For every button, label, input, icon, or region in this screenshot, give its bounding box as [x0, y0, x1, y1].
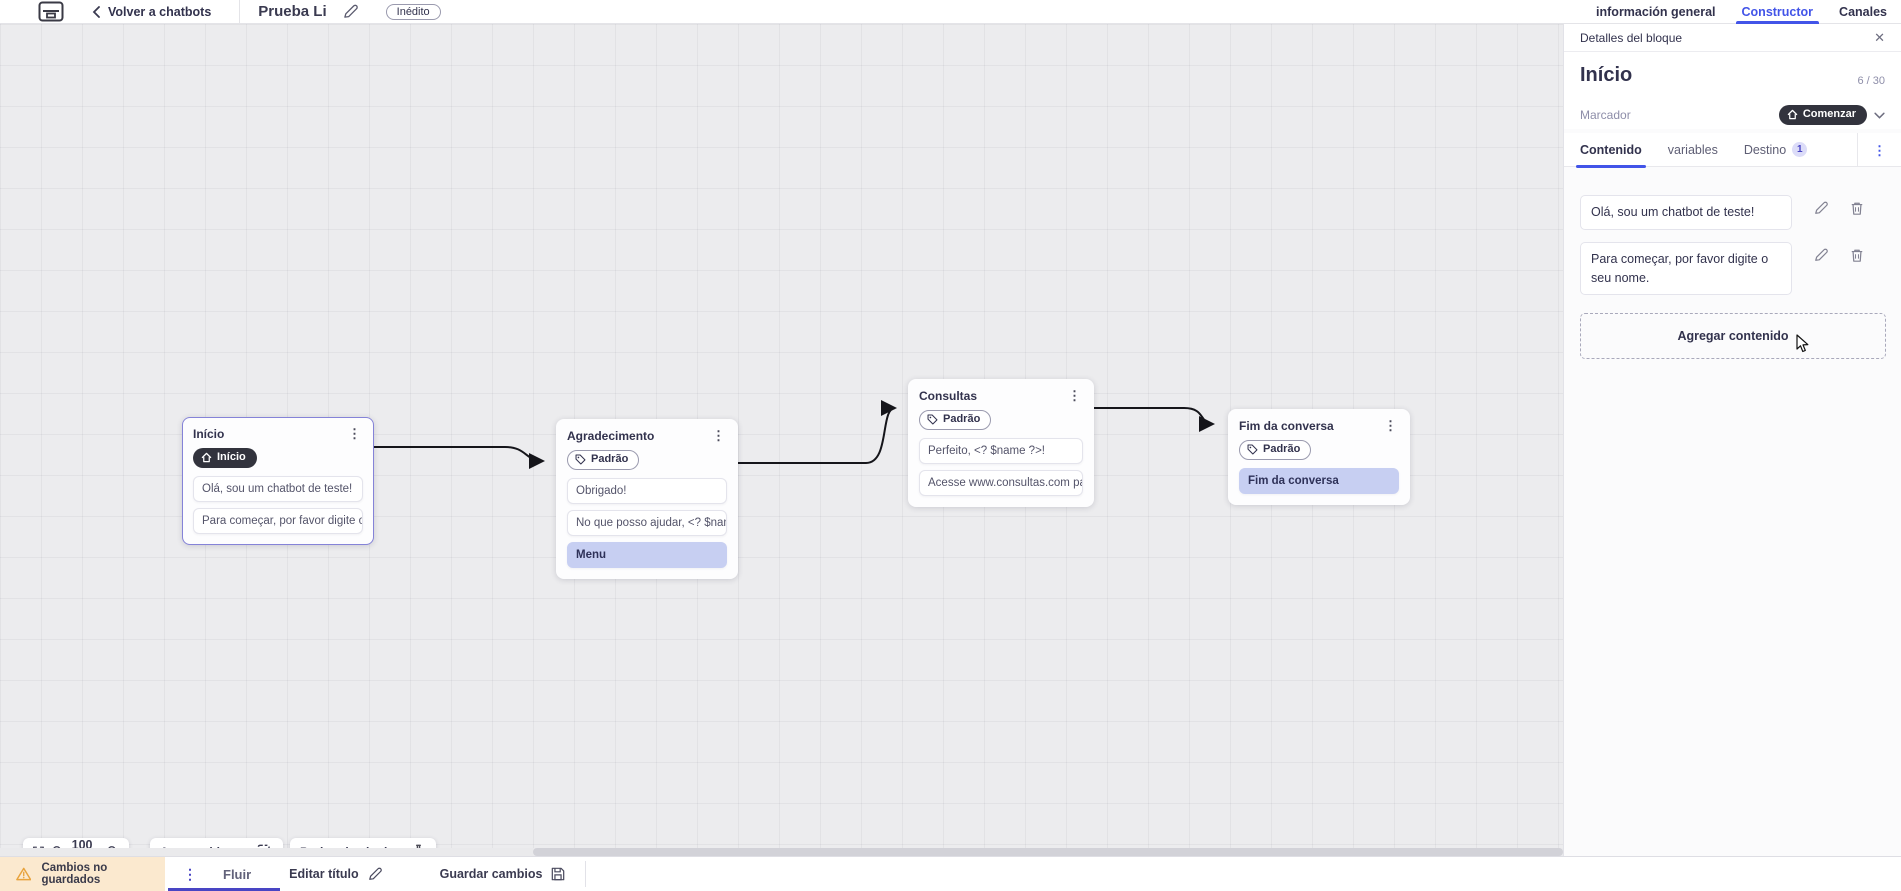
wire-consultas-fim	[1094, 407, 1215, 432]
block-content-row[interactable]: No que posso ajudar, <? $name ...	[567, 510, 727, 536]
add-content-button[interactable]: Agregar contenido	[1580, 313, 1886, 360]
tab-informacion-general[interactable]: información general	[1596, 5, 1716, 19]
flow-block-consultas[interactable]: Consultas ⋮ Padrão Perfeito, <? $name ?>…	[908, 379, 1094, 507]
unsaved-changes-warning: Cambios no guardados	[0, 857, 165, 891]
top-bar: Volver a chatbots Prueba Li Inédito info…	[0, 0, 1901, 24]
unsaved-label: Cambios no guardados	[41, 862, 108, 886]
block-action-row[interactable]: Fim da conversa	[1239, 468, 1399, 494]
canvas-hscrollbar[interactable]	[0, 848, 1563, 856]
canvas-hscrollbar-thumb[interactable]	[533, 848, 1563, 856]
destino-count-badge: 1	[1792, 142, 1808, 157]
panel-title: Detalles del bloque	[1580, 30, 1683, 45]
main-tabs: información general Constructor Canales	[1596, 0, 1887, 24]
home-icon	[1787, 109, 1798, 120]
tab-destino[interactable]: Destino 1	[1744, 133, 1808, 167]
content-text[interactable]: Para começar, por favor digite o seu nom…	[1580, 241, 1792, 296]
block-content-row[interactable]: Olá, sou um chatbot de teste!	[193, 476, 363, 502]
save-icon	[552, 867, 565, 881]
edit-title-button[interactable]: Editar título	[269, 857, 401, 891]
flow-block-agradecimento[interactable]: Agradecimento ⋮ Padrão Obrigado! No que …	[556, 419, 738, 579]
back-label: Volver a chatbots	[108, 4, 212, 19]
tab-constructor[interactable]: Constructor	[1735, 0, 1819, 24]
block-default-badge: Padrão	[567, 450, 640, 470]
content-text[interactable]: Olá, sou um chatbot de teste!	[1580, 195, 1792, 230]
delete-content-icon[interactable]	[1850, 201, 1864, 216]
flow-canvas[interactable]: Início ⋮ Início Olá, sou um chatbot de t…	[0, 24, 1563, 866]
topbar-divider	[239, 0, 241, 24]
marker-value-button[interactable]: Comenzar	[1778, 105, 1867, 125]
block-title: Fim da conversa	[1239, 419, 1334, 433]
fullscreen-icon[interactable]	[33, 845, 44, 859]
block-name-input[interactable]: Início	[1580, 64, 1633, 86]
chatbot-title: Prueba Li	[258, 3, 327, 20]
block-menu-icon[interactable]: ⋮	[1068, 388, 1081, 403]
block-default-badge: Padrão	[1239, 440, 1312, 460]
edit-title-pencil-icon[interactable]	[343, 4, 358, 19]
tag-icon	[575, 454, 586, 465]
block-default-badge: Padrão	[919, 410, 992, 430]
app-logo-icon	[38, 1, 64, 22]
block-menu-icon[interactable]: ⋮	[1384, 418, 1397, 433]
block-menu-icon[interactable]: ⋮	[348, 426, 361, 441]
warning-icon	[16, 867, 32, 881]
block-content-row[interactable]: Obrigado!	[567, 478, 727, 504]
mouse-cursor	[1796, 334, 1809, 353]
tag-icon	[927, 414, 938, 425]
tab-contenido[interactable]: Contenido	[1576, 133, 1646, 168]
flow-block-inicio[interactable]: Início ⋮ Início Olá, sou um chatbot de t…	[182, 417, 374, 545]
flow-tab[interactable]: ⋮ Fluir	[165, 857, 280, 891]
home-icon	[201, 452, 212, 463]
pencil-icon	[368, 867, 382, 880]
edit-content-icon[interactable]	[1814, 201, 1828, 215]
tab-canales[interactable]: Canales	[1839, 5, 1887, 19]
panel-tabs-menu-icon[interactable]: ⋮	[1873, 142, 1886, 158]
block-action-row[interactable]: Menu	[567, 542, 727, 568]
status-badge: Inédito	[385, 3, 441, 20]
save-changes-button[interactable]: Guardar cambios	[420, 857, 586, 891]
tab-variables[interactable]: variables	[1667, 142, 1718, 157]
block-menu-icon[interactable]: ⋮	[712, 428, 725, 443]
block-content-row[interactable]: Para começar, por favor digite o ...	[193, 508, 363, 534]
content-item: Para começar, por favor digite o seu nom…	[1580, 241, 1885, 296]
flow-tab-menu-icon[interactable]: ⋮	[183, 866, 197, 882]
block-title: Agradecimento	[567, 429, 655, 443]
content-item: Olá, sou um chatbot de teste!	[1580, 195, 1885, 230]
chevron-down-icon[interactable]	[1874, 112, 1885, 119]
tag-icon	[1247, 444, 1258, 455]
bottombar-divider	[585, 861, 587, 887]
close-icon[interactable]: ✕	[1874, 30, 1885, 45]
wire-agradecimento-consultas	[738, 400, 897, 464]
flow-block-fim-da-conversa[interactable]: Fim da conversa ⋮ Padrão Fim da conversa	[1228, 409, 1410, 505]
active-tab-underline	[168, 888, 280, 891]
marker-label: Marcador	[1580, 108, 1631, 122]
wire-inicio-agradecimento	[374, 446, 545, 469]
tab-fluir[interactable]: Fluir	[223, 866, 252, 882]
bottom-bar: Cambios no guardados ⋮ Fluir Editar títu…	[0, 856, 1901, 891]
block-content-row[interactable]: Perfeito, <? $name ?>!	[919, 438, 1083, 464]
block-details-panel: Detalles del bloque ✕ Início 6 / 30 Marc…	[1563, 24, 1901, 891]
delete-content-icon[interactable]	[1850, 248, 1864, 263]
block-content-row[interactable]: Acesse www.consultas.com par...	[919, 470, 1083, 496]
panel-tabs: Contenido variables Destino 1 ⋮	[1564, 133, 1901, 168]
char-counter: 6 / 30	[1857, 75, 1885, 87]
edit-content-icon[interactable]	[1814, 248, 1828, 262]
block-start-badge: Início	[193, 448, 257, 468]
block-title: Consultas	[919, 389, 978, 403]
back-chevron-icon	[92, 5, 100, 18]
back-to-chatbots-button[interactable]: Volver a chatbots	[92, 5, 211, 19]
block-title: Início	[193, 427, 225, 441]
